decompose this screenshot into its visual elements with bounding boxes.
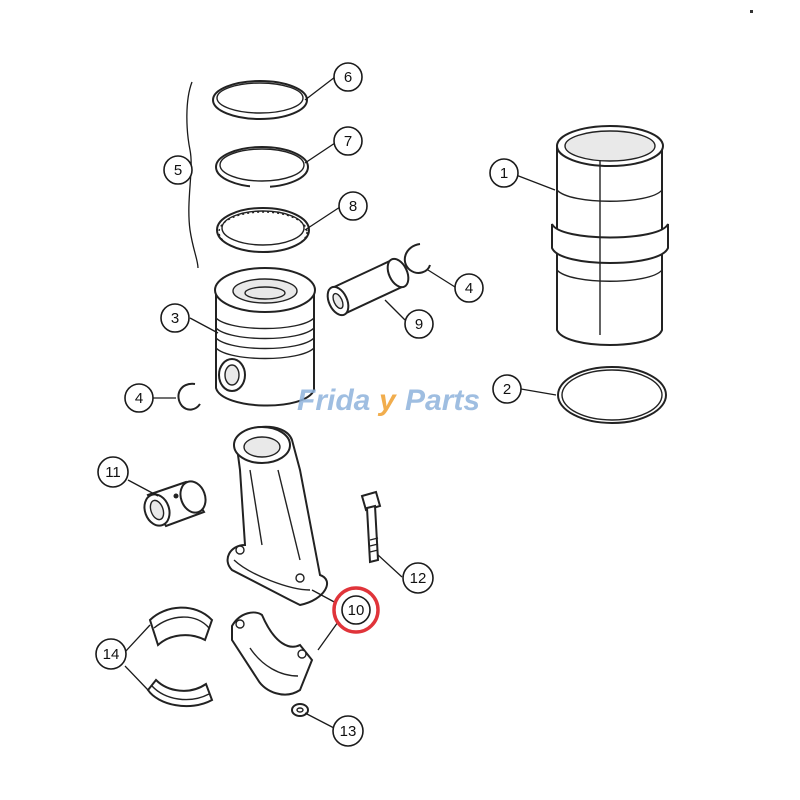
leader-8 [304,206,341,231]
cylinder-liner [551,125,669,346]
callout-12: 12 [402,562,434,594]
callout-2: 2 [492,374,522,404]
svg-text:13: 13 [340,723,357,740]
svg-text:5: 5 [174,162,182,179]
callout-10: 10 [332,586,380,634]
leader-2 [520,388,557,396]
rod-bolt [360,490,382,564]
svg-text:4: 4 [135,390,143,407]
svg-text:y: y [377,384,397,417]
piston-ring-top [212,80,308,120]
callout-3: 3 [160,303,190,333]
small-end-bushing [143,480,207,528]
callout-8: 8 [338,191,368,221]
callout-6: 6 [333,62,363,92]
callout-1: 1 [489,158,519,188]
svg-text:8: 8 [349,198,357,215]
oil-control-ring [216,207,310,253]
svg-text:6: 6 [344,69,352,86]
callout-7: 7 [333,126,363,156]
callout-13: 13 [332,715,364,747]
connecting-rod [226,425,328,607]
svg-text:10: 10 [348,602,365,619]
piston-ring-middle [215,146,309,189]
callout-4-left: 4 [124,383,154,413]
leader-14b [124,665,149,691]
svg-text:1: 1 [500,165,508,182]
leader-14a [124,624,151,653]
svg-text:12: 12 [410,570,427,587]
svg-text:3: 3 [171,310,179,327]
leader-7 [304,142,336,164]
leader-12 [377,554,403,578]
callout-9: 9 [404,309,434,339]
rod-cap [231,611,314,696]
svg-text:4: 4 [465,280,473,297]
svg-text:7: 7 [344,133,352,150]
leader-3 [189,317,219,334]
watermark-logo: Frida y Parts [297,384,480,417]
bearing-shell-lower [146,678,214,708]
piston [214,267,316,407]
bearing-shell-upper [148,606,214,647]
svg-text:9: 9 [415,316,423,333]
leader-11 [127,479,159,497]
leader-4-right [427,269,456,288]
leader-13 [304,712,335,729]
ring-set-bracket [186,81,199,269]
callout-11: 11 [97,456,129,488]
circlip-left [177,382,201,411]
svg-text:Frida: Frida [297,384,370,417]
svg-text:Parts: Parts [405,384,480,417]
piston-pin [326,257,410,317]
rod-nut [291,703,309,717]
svg-text:14: 14 [103,646,120,663]
corner-mark [750,10,753,13]
leader-9 [384,299,406,321]
svg-text:11: 11 [105,464,121,481]
leader-10a [311,589,339,605]
callout-5: 5 [163,155,193,185]
callout-14: 14 [95,638,127,670]
circlip-right [403,243,431,274]
leader-6 [304,76,336,101]
leader-1 [515,174,556,191]
o-ring [557,366,667,424]
callout-4-right: 4 [454,273,484,303]
svg-text:2: 2 [503,381,511,398]
leader-10b [317,621,339,651]
